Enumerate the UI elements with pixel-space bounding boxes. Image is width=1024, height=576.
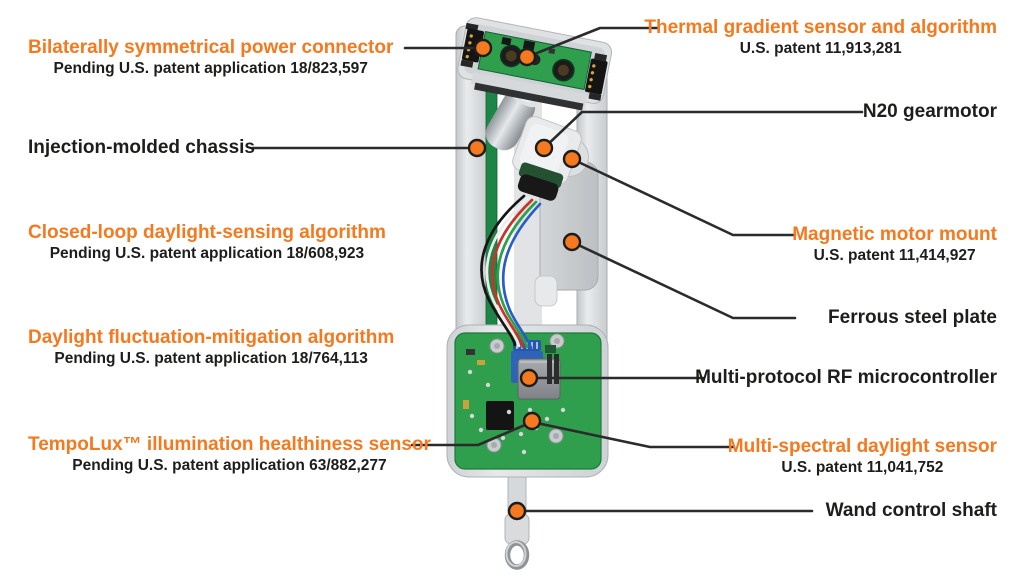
main-pcb (454, 332, 602, 470)
callout-subtitle: U.S. patent 11,913,281 (739, 40, 902, 57)
callout-label-steel-plate: Ferrous steel plate (828, 307, 997, 329)
callout-title: Multi-protocol RF microcontroller (695, 367, 997, 388)
callout-title: Magnetic motor mount (792, 224, 997, 245)
callout-title: Closed-loop daylight-sensing algorithm (28, 222, 386, 243)
callout-dot (562, 149, 582, 169)
callout-subtitle: Pending U.S. patent application 63/882,2… (72, 457, 387, 474)
callout-label-closed-loop-algorithm: Closed-loop daylight-sensing algorithm P… (28, 222, 386, 264)
callout-title: N20 gearmotor (862, 101, 997, 122)
callout-label-tempolux-sensor: TempoLux™ illumination healthiness senso… (28, 434, 431, 476)
callout-subtitle: Pending U.S. patent application 18/608,9… (49, 245, 365, 262)
callout-title: Wand control shaft (825, 500, 997, 521)
bottom-housing (446, 324, 609, 478)
callout-subtitle: U.S. patent 11,414,927 (813, 247, 976, 264)
line-gearmotor (542, 110, 864, 150)
black-chip (486, 401, 514, 430)
callout-dot (507, 501, 527, 521)
module-shelf (471, 72, 588, 106)
callout-title: Daylight fluctuation-mitigation algorith… (28, 327, 395, 348)
line-multispectral (530, 420, 735, 449)
callout-label-chassis: Injection-molded chassis (28, 137, 255, 159)
callout-title: Multi-spectral daylight sensor (727, 436, 997, 457)
smd-components (467, 369, 566, 455)
callout-title: Thermal gradient sensor and algorithm (644, 17, 997, 38)
power-connector-right (585, 52, 608, 101)
callout-title: Injection-molded chassis (28, 137, 255, 158)
line-thermal (525, 26, 659, 59)
callout-label-power-connector: Bilaterally symmetrical power connector … (28, 37, 393, 79)
callout-dots (467, 38, 582, 521)
pcb-screws (486, 333, 565, 453)
line-tempolux (410, 420, 534, 447)
line-motor-mount (570, 157, 797, 237)
callout-dot (534, 138, 554, 158)
callout-label-motor-mount: Magnetic motor mount U.S. patent 11,414,… (792, 224, 997, 266)
callout-lines (251, 26, 864, 513)
callout-subtitle: Pending U.S. patent application 18/764,1… (54, 350, 368, 367)
chassis-tab (534, 275, 558, 307)
callout-label-thermal-sensor: Thermal gradient sensor and algorithm U.… (644, 17, 997, 59)
callout-label-rf-microcontroller: Multi-protocol RF microcontroller (695, 367, 997, 389)
callout-subtitle: U.S. patent 11,041,752 (781, 459, 944, 476)
motor-gearbox-end (517, 162, 564, 201)
line-steel-plate (570, 240, 797, 320)
ribbon-wires (480, 194, 542, 350)
callout-dot (562, 232, 582, 252)
callout-label-gearmotor: N20 gearmotor (863, 101, 997, 123)
callout-dot (473, 38, 493, 58)
callout-dot (517, 47, 537, 67)
callout-title: TempoLux™ illumination healthiness senso… (28, 434, 431, 455)
callout-dot (522, 411, 542, 431)
callout-title: Ferrous steel plate (828, 307, 997, 328)
callout-label-fluctuation-algorithm: Daylight fluctuation-mitigation algorith… (28, 327, 394, 369)
callout-dot (467, 138, 487, 158)
callout-label-multispectral-sensor: Multi-spectral daylight sensor U.S. pate… (728, 436, 997, 478)
callout-label-wand-shaft: Wand control shaft (826, 500, 997, 522)
callout-subtitle: Pending U.S. patent application 18/823,5… (53, 60, 368, 77)
callout-dot (519, 368, 539, 388)
callout-title: Bilaterally symmetrical power connector (28, 37, 394, 58)
